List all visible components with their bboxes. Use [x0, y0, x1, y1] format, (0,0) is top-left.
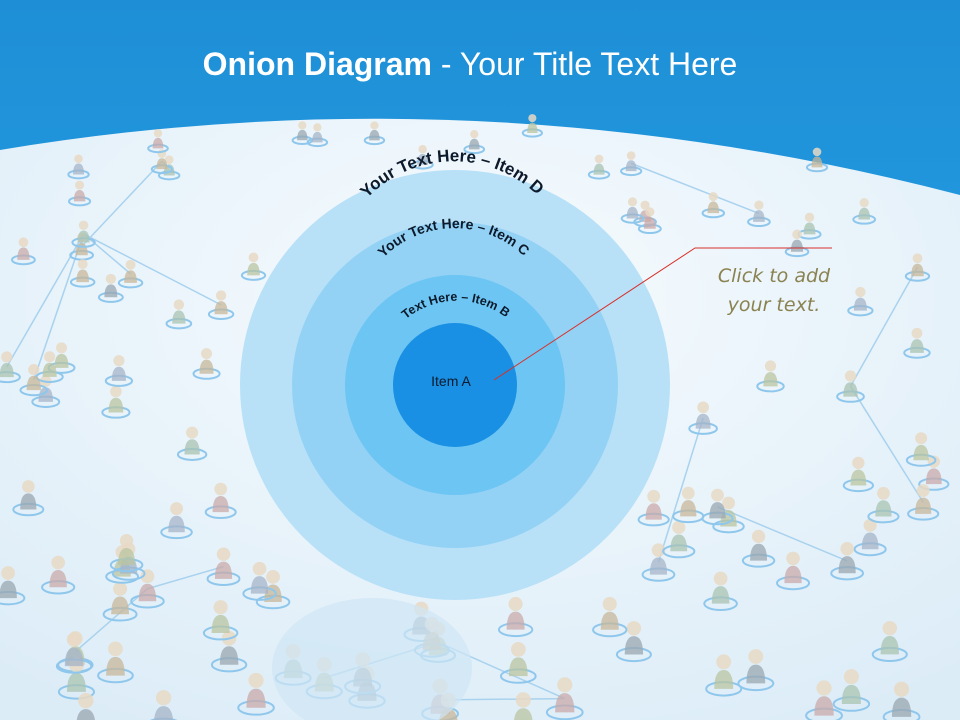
onion-label-a: Item A	[431, 373, 471, 389]
callout-connector-line	[493, 247, 832, 381]
callout-line-2: your text.	[727, 294, 821, 316]
title-rest: - Your Title Text Here	[432, 46, 738, 82]
slide-title[interactable]: Onion Diagram - Your Title Text Here	[0, 46, 940, 83]
title-bold: Onion Diagram	[202, 46, 432, 82]
people-network	[0, 114, 950, 720]
callout-text-box[interactable]: Click to add your text.	[690, 262, 858, 320]
onion-core-a[interactable]	[393, 323, 517, 447]
callout-line-1: Click to add	[717, 265, 831, 287]
